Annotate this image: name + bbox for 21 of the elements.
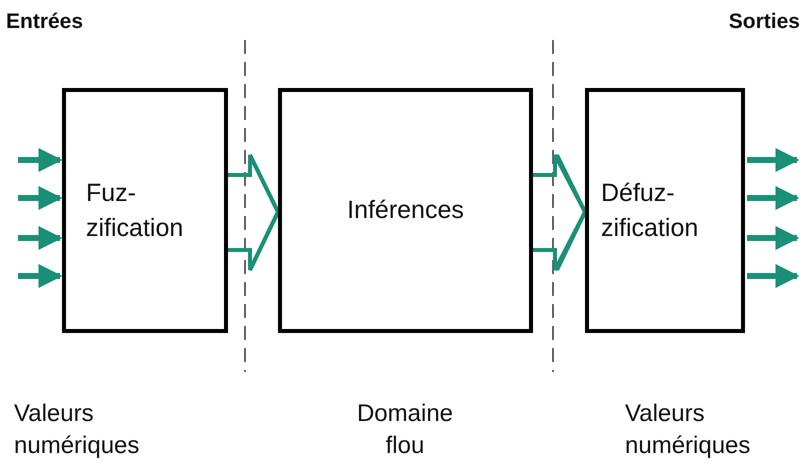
arrow bbox=[18, 264, 62, 288]
arrow bbox=[747, 186, 800, 210]
box-label: Défuz- zification bbox=[600, 178, 700, 244]
process-box bbox=[585, 88, 745, 333]
process-box bbox=[278, 88, 533, 333]
arrow bbox=[18, 148, 62, 172]
heading: Entrées bbox=[6, 9, 84, 35]
arrow bbox=[18, 186, 62, 210]
caption: Valeurs numériques bbox=[625, 399, 752, 462]
arrow bbox=[18, 226, 62, 250]
box-label: Fuz- zification bbox=[85, 178, 184, 244]
caption: Domaine flou bbox=[356, 399, 454, 462]
arrow bbox=[226, 153, 280, 272]
arrow bbox=[747, 148, 800, 172]
arrow bbox=[747, 226, 800, 250]
caption: Valeurs numériques bbox=[14, 399, 140, 462]
process-box bbox=[62, 88, 228, 333]
arrow bbox=[531, 153, 588, 272]
box-label: Inférences bbox=[346, 195, 465, 226]
heading: Sorties bbox=[728, 9, 800, 35]
arrow bbox=[747, 264, 800, 288]
